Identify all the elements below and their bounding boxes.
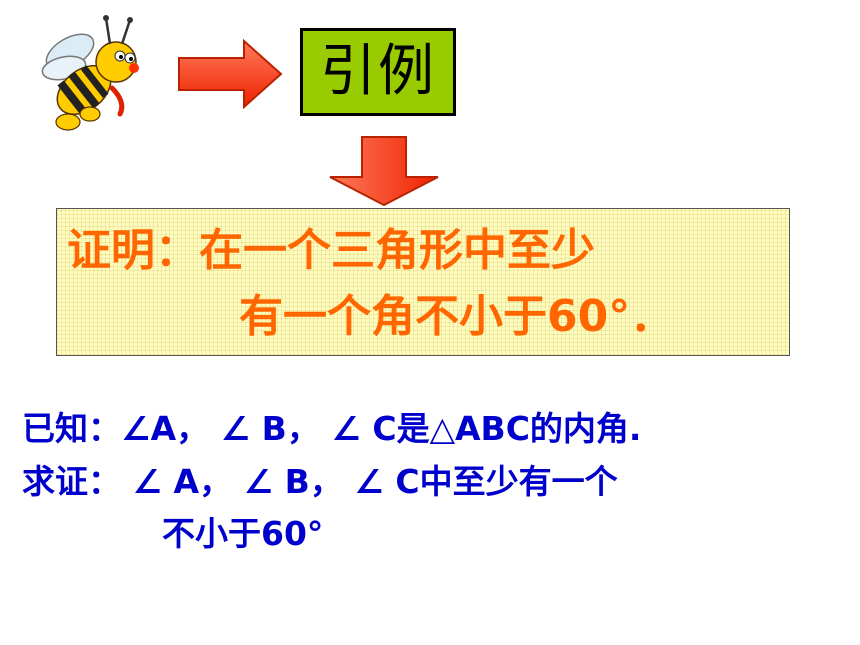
to-prove-text: 求证： ∠ A， ∠ B， ∠ C中至少有一个 xyxy=(22,462,618,501)
to-prove-text-continued: 不小于60° xyxy=(162,514,324,553)
bee-mascot-icon xyxy=(41,15,139,131)
title-box: 引例 xyxy=(300,28,456,116)
down-arrow-icon xyxy=(329,136,439,207)
statement-line-2: 有一个角不小于60°． xyxy=(239,291,675,342)
page-title: 引例 xyxy=(320,39,436,104)
right-arrow-icon xyxy=(178,38,283,110)
given-text: 已知：∠A， ∠ B， ∠ C是△ABC的内角. xyxy=(22,409,642,448)
theorem-statement-box: 证明：在一个三角形中至少 有一个角不小于60°． xyxy=(56,208,790,356)
statement-line-1: 证明：在一个三角形中至少 xyxy=(67,225,595,276)
